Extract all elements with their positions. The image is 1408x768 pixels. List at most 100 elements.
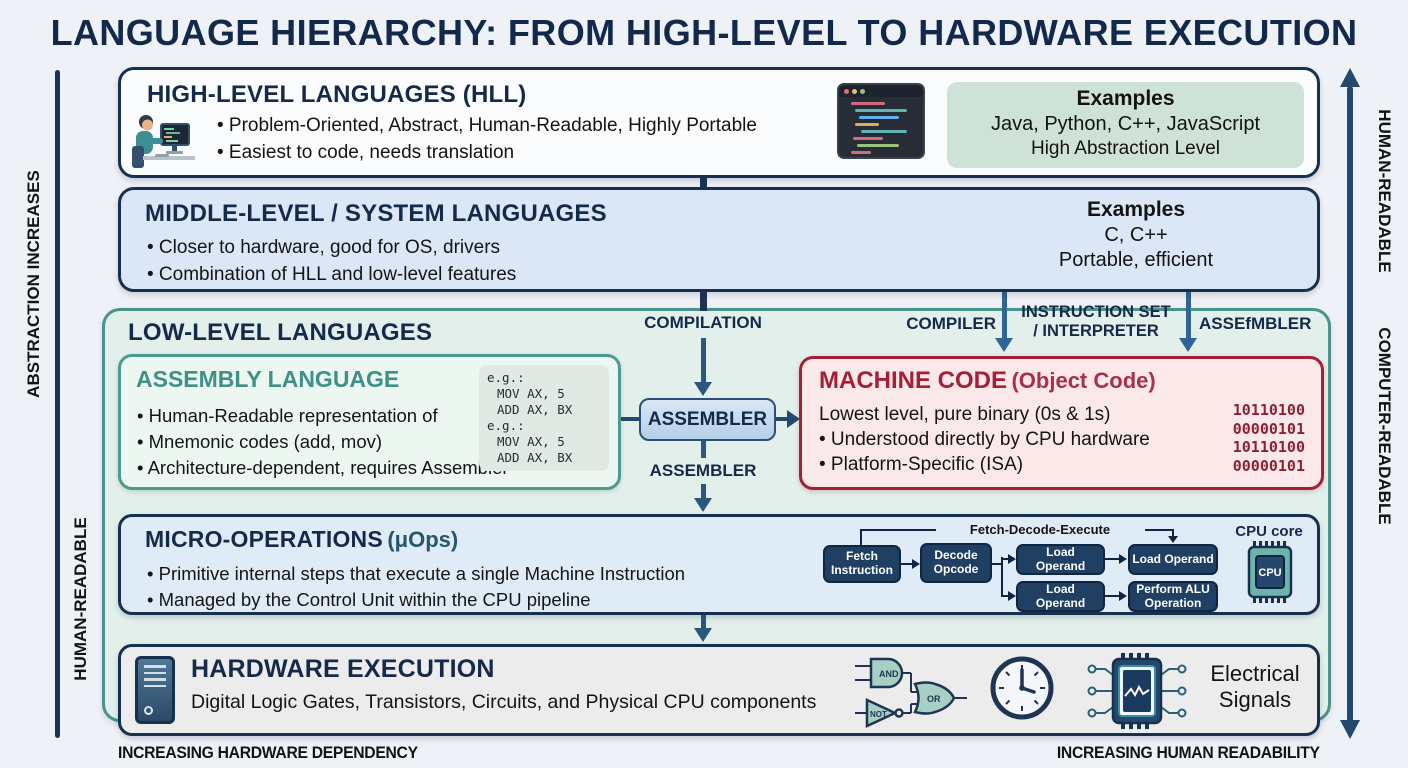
assembler-down-line2	[701, 484, 706, 498]
assembler-down-line1	[701, 440, 706, 458]
assembler-down-arrowhead	[694, 498, 712, 512]
right-axis-arrow	[1347, 86, 1353, 722]
pipe-arrow	[1008, 554, 1016, 564]
hll-examples-title: Examples	[1076, 87, 1175, 110]
server-tower-icon	[135, 656, 175, 724]
page-title: LANGUAGE HIERARCHY: FROM HIGH-LEVEL TO H…	[50, 12, 1358, 53]
electrical-signals-label: Electrical Signals	[1195, 661, 1315, 714]
compilation-arrowhead	[694, 382, 712, 396]
machine-code-title: MACHINE CODE	[819, 367, 1008, 394]
compiler-label: COMPILER	[906, 314, 996, 333]
low-level-title: LOW-LEVEL LANGUAGES	[128, 319, 433, 346]
cpu-chip-label: CPU	[1258, 567, 1281, 579]
binary-line: 00000101	[1232, 419, 1305, 438]
machine-bullet-1: • Understood directly by CPU hardware	[819, 429, 1150, 450]
hll-examples-line1: Java, Python, C++, JavaScript	[990, 113, 1261, 135]
electrical-line1: Electrical	[1210, 661, 1300, 686]
assembler-right-label: ASSEfMBLER	[1199, 314, 1312, 333]
machine-code-suffix: (Object Code)	[1011, 368, 1156, 393]
binary-line: 00000101	[1232, 456, 1305, 475]
clock-icon	[989, 655, 1055, 726]
micro-hardware-line	[701, 614, 706, 628]
button-to-machine-line	[775, 417, 788, 421]
middle-examples-title: Examples	[1086, 198, 1186, 221]
pipe-line	[1105, 595, 1120, 597]
compilation-label: COMPILATION	[644, 313, 762, 332]
middle-box: MIDDLE-LEVEL / SYSTEM LANGUAGES • Closer…	[118, 187, 1320, 292]
assembler-right-arrow-line	[1186, 290, 1191, 338]
code-line: e.g.:	[487, 418, 525, 433]
binary-line: 10110100	[1232, 438, 1305, 456]
binary-sample: 10110100 00000101 10110100 00000101	[1233, 401, 1305, 475]
stage-decode-opcode: Decode Opcode	[920, 543, 992, 583]
compilation-arrow-line	[701, 338, 706, 382]
stage-perform-alu: Perform ALU Operation	[1128, 581, 1218, 612]
human-readable-left-label: HUMAN-READABLE	[71, 517, 90, 681]
middle-title: MIDDLE-LEVEL / SYSTEM LANGUAGES	[145, 200, 607, 227]
hll-bullet-2: • Easiest to code, needs translation	[217, 142, 515, 163]
hll-title: HIGH-LEVEL LANGUAGES (HLL)	[147, 81, 527, 108]
code-line: ADD AX, BX	[497, 450, 573, 465]
pipe-arrow	[1119, 554, 1127, 564]
pipeline-bracket-left	[860, 529, 936, 531]
micro-hardware-arrowhead	[694, 628, 712, 642]
hll-examples-box: Examples Java, Python, C++, JavaScript H…	[947, 82, 1304, 168]
hll-examples-line2: High Abstraction Level	[1030, 138, 1221, 159]
cpu-core-label: CPU core	[1235, 523, 1303, 540]
hll-box: HIGH-LEVEL LANGUAGES (HLL) • Problem-Ori…	[118, 67, 1320, 178]
assembly-bullet-3: • Architecture-dependent, requires Assem…	[137, 457, 509, 478]
pipe-arrow	[912, 559, 920, 569]
pipe-line	[1105, 558, 1120, 560]
electrical-line2: Signals	[1218, 687, 1292, 713]
or-gate-label: OR	[927, 694, 941, 704]
pipe-line	[1001, 558, 1009, 560]
cpu-chip-icon: CPU	[1243, 541, 1297, 608]
right-axis-arrowhead-top	[1340, 68, 1360, 87]
stage-fetch-instruction: Fetch Instruction	[823, 545, 901, 583]
hardware-box: HARDWARE EXECUTION Digital Logic Gates, …	[118, 644, 1320, 736]
assembly-title: ASSEMBLY LANGUAGE	[136, 366, 400, 392]
abstraction-increases-label: ABSTRACTION INCREASES	[24, 170, 43, 398]
assembly-bullet-1: • Human-Readable representation of	[137, 405, 438, 426]
machine-code-box: MACHINE CODE (Object Code) Lowest level,…	[799, 356, 1324, 490]
assembly-bullet-2: • Mnemonic codes (add, mov)	[137, 431, 383, 452]
micro-title: MICRO-OPERATIONS	[145, 526, 383, 552]
assembly-box: ASSEMBLY LANGUAGE • Human-Readable repre…	[118, 354, 621, 490]
micro-bullet-1: • Primitive internal steps that execute …	[147, 563, 686, 584]
stage-load-operand-1: Load Operand	[1016, 544, 1105, 575]
pipe-arrow	[1119, 591, 1127, 601]
instruction-set-label-line2: / INTERPRETER	[1033, 322, 1159, 340]
code-line: MOV AX, 5	[497, 434, 565, 449]
human-readability-label: INCREASING HUMAN READABILITY	[1057, 744, 1320, 762]
machine-line-1: Lowest level, pure binary (0s & 1s)	[819, 404, 1111, 425]
stage-load-operand-2: Load Operand	[1128, 544, 1218, 575]
machine-bullet-2: • Platform-Specific (ISA)	[819, 454, 1024, 475]
developer-icon	[131, 110, 203, 179]
code-line: ADD AX, BX	[497, 402, 573, 417]
middle-bullet-1: • Closer to hardware, good for OS, drive…	[147, 237, 501, 258]
middle-examples-line1: C, C++	[1104, 224, 1168, 246]
pipeline-bracket-down	[1172, 529, 1174, 537]
assembler-node-label: ASSEMBLER	[647, 408, 768, 430]
assembly-to-button-line	[619, 417, 640, 421]
left-axis-line	[55, 70, 60, 738]
micro-title-suffix: (μOps)	[387, 527, 459, 552]
pipe-line	[1001, 557, 1003, 597]
chip-circuit-icon	[1085, 651, 1189, 736]
binary-line: 10110100	[1232, 401, 1305, 419]
compiler-arrow-line	[1002, 290, 1007, 338]
hardware-title: HARDWARE EXECUTION	[191, 655, 495, 683]
pipeline-bracket-right	[1145, 529, 1173, 531]
and-gate-label: AND	[879, 669, 899, 679]
assembler-node: ASSEMBLER	[639, 398, 776, 441]
assembler-right-arrowhead	[1179, 338, 1197, 352]
code-editor-icon	[837, 83, 925, 159]
connector-middle-compilation	[700, 290, 707, 311]
logic-gates-icon: AND NOT OR	[851, 652, 979, 737]
hardware-subtitle: Digital Logic Gates, Transistors, Circui…	[191, 691, 817, 713]
stage-load-operand-3: Load Operand	[1016, 581, 1105, 612]
pipeline-bracket-up	[860, 529, 862, 545]
connector-hll-middle	[700, 176, 707, 189]
instruction-set-label-line1: INSTRUCTION SET	[1021, 303, 1171, 321]
micro-bullet-2: • Managed by the Control Unit within the…	[147, 589, 591, 610]
